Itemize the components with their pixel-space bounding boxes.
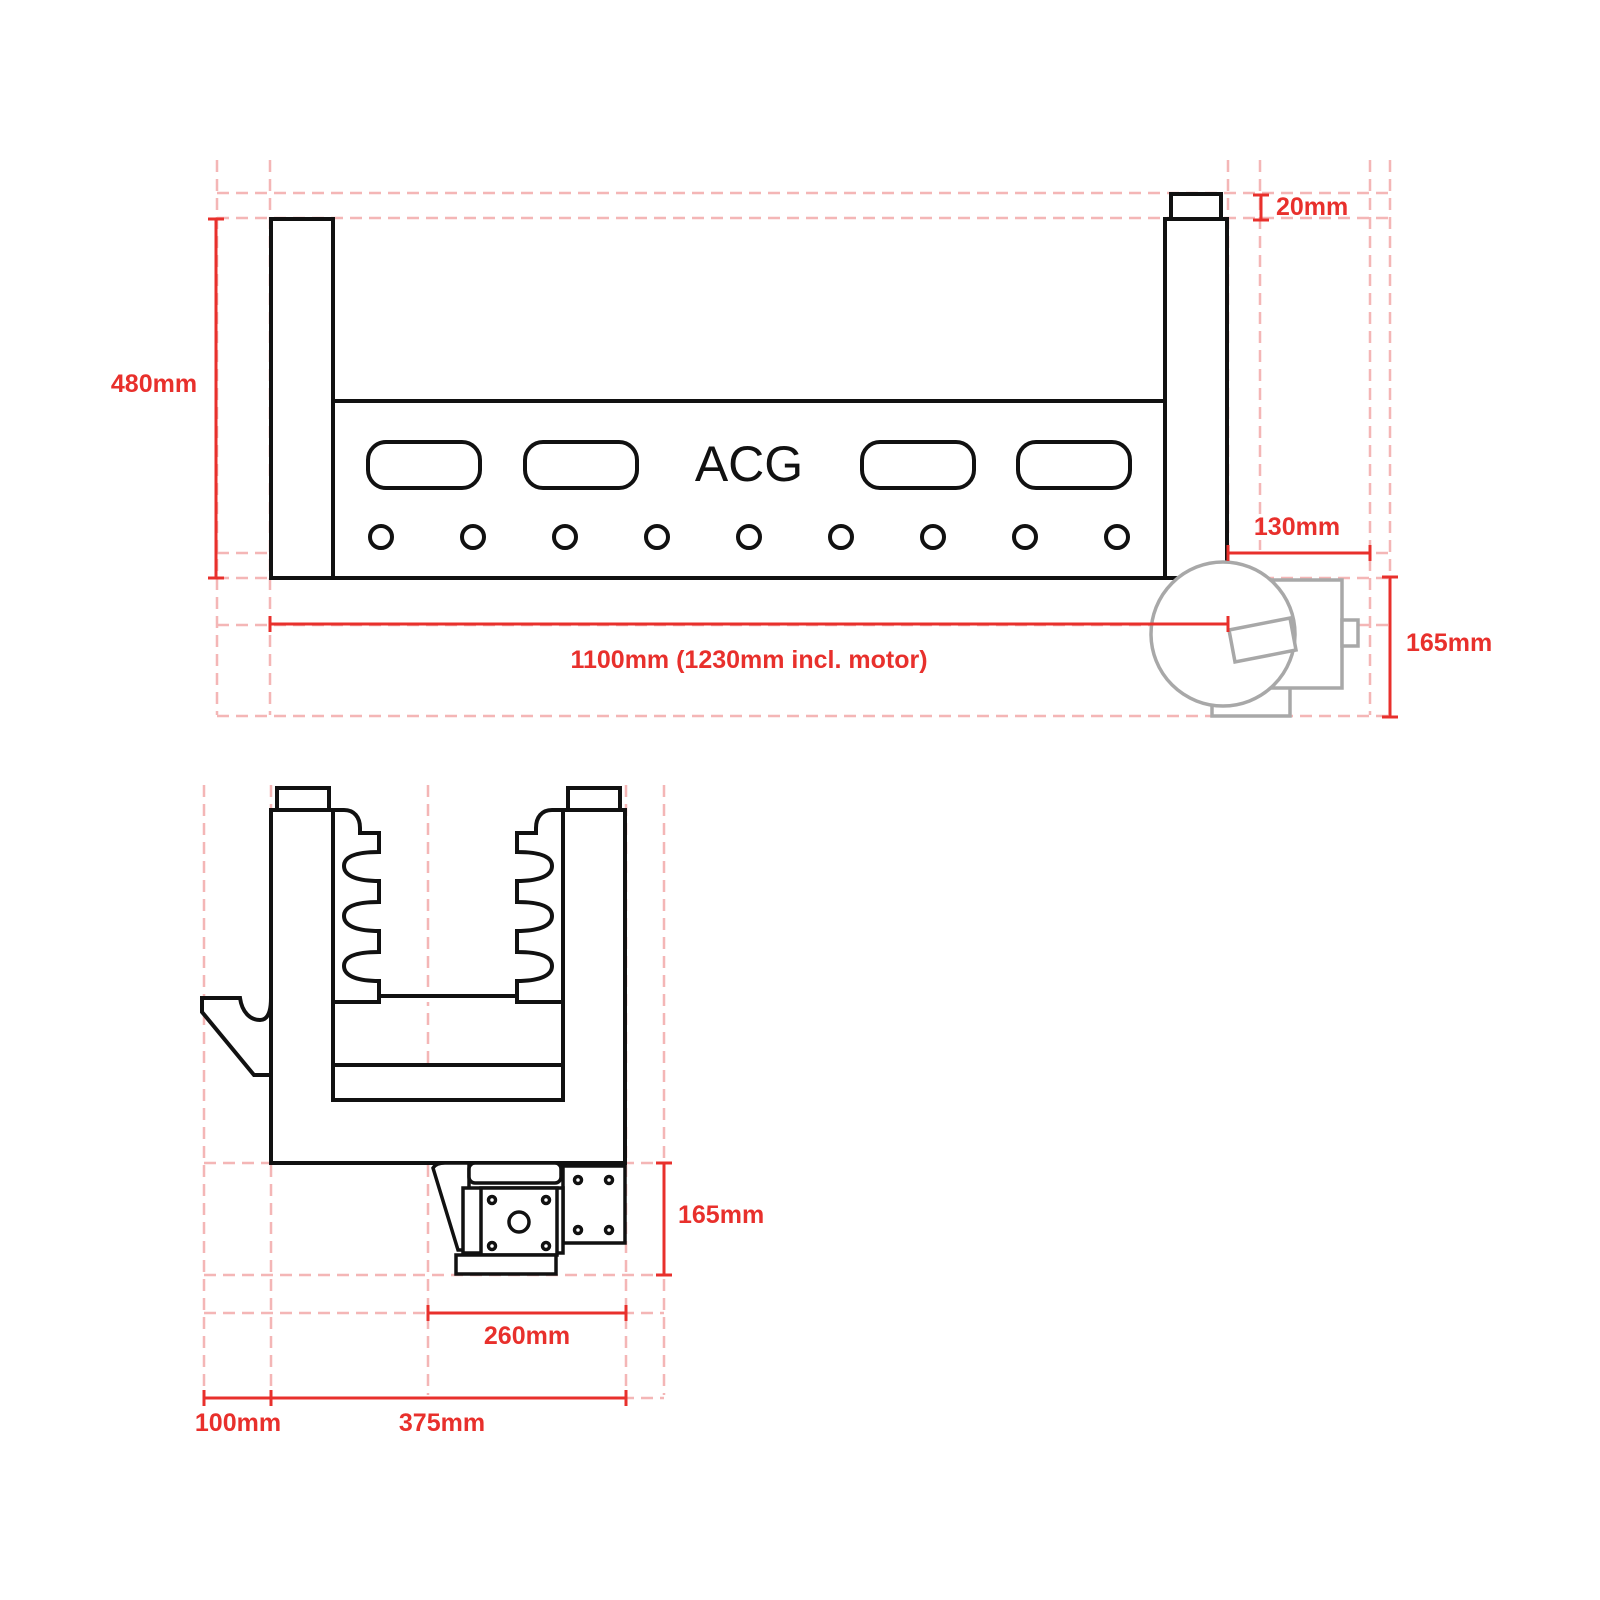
hole [1104, 524, 1130, 550]
inner-rail [331, 1063, 565, 1102]
motor-height-dimension: 165mm [1406, 629, 1492, 657]
motor-width-dimension: 260mm [484, 1322, 570, 1350]
left-post [269, 217, 335, 580]
right-post [1163, 217, 1229, 580]
side-motor [431, 1161, 627, 1276]
slot [523, 440, 639, 490]
clamp-base [377, 994, 519, 1002]
right-cap [566, 786, 622, 812]
hole [828, 524, 854, 550]
hole [368, 524, 394, 550]
right-post-cap [1169, 192, 1223, 221]
side-dimensions: 165mm 260mm 100mm 375mm [195, 1161, 764, 1437]
front-view: ACG 480mm [111, 160, 1492, 719]
depth-dimension: 375mm [399, 1409, 485, 1437]
slot [366, 440, 482, 490]
left-offset-dimension: 100mm [195, 1409, 281, 1437]
left-clamp [331, 808, 381, 1004]
top-step-dimension: 20mm [1276, 193, 1348, 221]
width-dimension: 1100mm (1230mm incl. motor) [570, 646, 927, 674]
side-body [269, 808, 627, 1165]
hole [552, 524, 578, 550]
front-motor [1149, 560, 1360, 718]
logo-text: ACG [695, 436, 803, 492]
side-frame [200, 786, 627, 1165]
hole [1012, 524, 1038, 550]
hole [736, 524, 762, 550]
side-bracket [200, 996, 273, 1077]
panel-holes [368, 524, 1130, 550]
slot [1016, 440, 1132, 490]
panel-slots [366, 440, 1132, 490]
slot [860, 440, 976, 490]
side-motor-height-dimension: 165mm [678, 1201, 764, 1229]
right-clamp [515, 808, 565, 1004]
front-dimensions: 480mm 20mm 1100mm (1230mm incl. motor) 1… [111, 193, 1492, 719]
height-dimension: 480mm [111, 370, 197, 398]
motor-offset-dimension: 130mm [1254, 513, 1340, 541]
front-frame [269, 192, 1229, 580]
side-view: 165mm 260mm 100mm 375mm [195, 785, 764, 1437]
left-cap [275, 786, 331, 812]
hole [644, 524, 670, 550]
hole [920, 524, 946, 550]
hole [460, 524, 486, 550]
